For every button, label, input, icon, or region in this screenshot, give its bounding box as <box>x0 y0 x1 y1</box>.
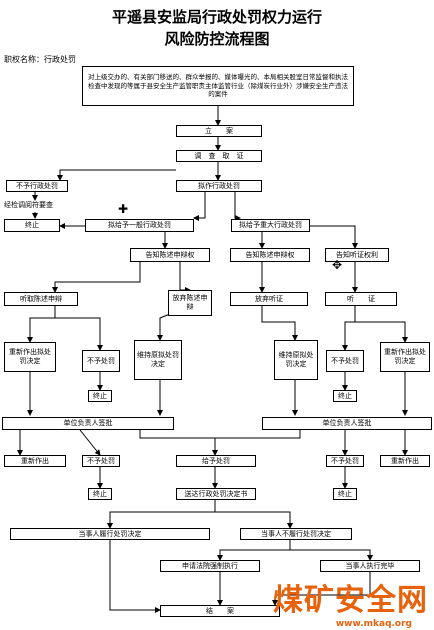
register-box: 立 案 <box>176 125 262 137</box>
redo-decision-box-1: 重新作出拟处罚决定 <box>4 342 56 372</box>
end-box-3: 终止 <box>333 390 357 402</box>
no-punish-box-2: 不予处罚 <box>326 350 364 372</box>
no-punish-box-3: 不予处罚 <box>82 455 120 467</box>
end-box-4: 终止 <box>88 488 112 500</box>
give-punish-box: 给予处罚 <box>176 455 256 467</box>
keep-decision-box-1: 维持原拟处罚决定 <box>134 340 182 380</box>
hearing-box: 听 证 <box>325 292 397 306</box>
watermark-logo: 煤矿安全网 <box>273 583 428 618</box>
investigate-box: 调 查 取 证 <box>176 150 262 162</box>
close-case-box: 结 案 <box>160 605 280 617</box>
move-cursor-icon: ✥ <box>332 258 343 272</box>
hear-defense-box: 听取陈述申辩 <box>4 292 78 306</box>
crosshair-cursor-icon: ✚ <box>118 202 129 216</box>
watermark-url: www.mkaq.org <box>335 619 412 629</box>
no-penalty-box: 不予行政处罚 <box>6 180 68 192</box>
redo-box-2: 重新作出 <box>380 455 430 467</box>
major-penalty-box: 拟给予重大行政处罚 <box>231 219 310 232</box>
no-punish-box-1: 不予处罚 <box>82 350 120 372</box>
apply-court-box: 申请法院强制执行 <box>160 560 260 572</box>
end-box-5: 终止 <box>333 488 357 500</box>
end-box-2: 终止 <box>88 390 112 402</box>
no-punish-box-4: 不予处罚 <box>326 455 364 467</box>
sign-review-label: 经检调阅符要查 <box>4 201 53 209</box>
propose-penalty-box: 拟作行政处罚 <box>176 180 262 192</box>
unit-head-box-2: 单位负责人签批 <box>262 417 432 430</box>
hearing-right-box: 告知听证权利 <box>325 248 389 262</box>
end-box-1: 终止 <box>4 219 60 232</box>
page-title: 平遥县安监局行政处罚权力运行 <box>111 8 322 26</box>
general-penalty-box: 拟给予一般行政处罚 <box>85 219 194 232</box>
party-not-exec-box: 当事人不履行处罚决定 <box>240 528 352 540</box>
party-exec-box: 当事人履行处罚决定 <box>10 528 210 540</box>
notify-defense-box-1: 告知陈述申辩权 <box>130 248 210 262</box>
case-source-box: 对上级交办的、有关部门移送的、群众举报的、媒体曝光的、本局相关股室日常监督和执法… <box>82 66 354 106</box>
page-subtitle: 风险防控流程图 <box>164 30 270 48</box>
redo-box-1: 重新作出 <box>4 455 66 467</box>
redo-decision-box-2: 重新作出拟处罚决定 <box>380 342 430 372</box>
waive-defense-box: 放弃陈述申辩 <box>168 290 212 316</box>
unit-head-box-1: 单位负责人签批 <box>2 417 174 430</box>
keep-decision-box-2: 维持原拟处罚决定 <box>274 340 318 380</box>
authority-label: 职权名称：行政处罚 <box>4 55 76 64</box>
deliver-decision-box: 送达行政处罚决定书 <box>176 488 256 500</box>
party-done-box: 当事人执行完毕 <box>320 560 420 572</box>
notify-defense-box-2: 告知陈述申辩权 <box>230 248 310 262</box>
waive-hearing-box: 放弃听证 <box>230 292 308 306</box>
